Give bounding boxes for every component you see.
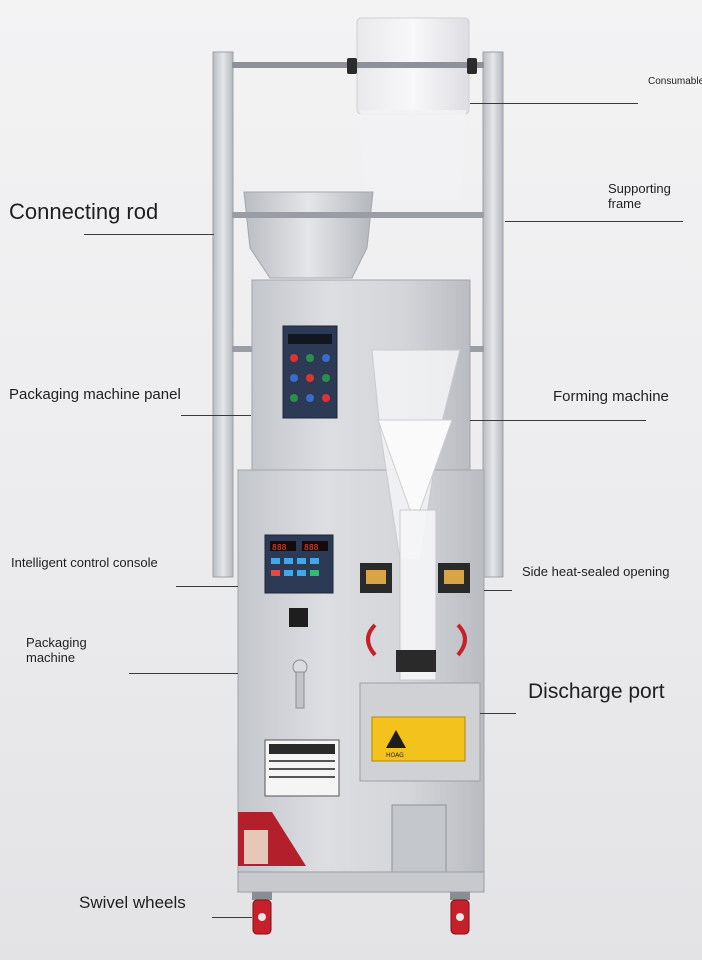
leader-connecting-rod: [84, 234, 214, 235]
label-intelligent-control-console: Intelligent control console: [11, 555, 158, 570]
label-swivel-wheels: Swivel wheels: [79, 893, 186, 912]
panel-button-red-3: [322, 394, 330, 402]
leader-side-heat-sealed-opening: [484, 590, 512, 591]
svg-text:HOAG: HOAG: [386, 752, 404, 759]
leader-discharge-port: [480, 713, 516, 714]
panel-button-green-3: [290, 394, 298, 402]
roll-hub-left: [347, 58, 357, 74]
console-display-right: [302, 541, 328, 551]
label-consumables: Consumables: [648, 76, 702, 87]
power-switch: [289, 608, 308, 627]
panel-button-red-2: [306, 374, 314, 382]
warning-label: [371, 716, 466, 762]
hopper: [243, 191, 374, 279]
bottom-chute: [391, 804, 447, 882]
roll-hub-right: [467, 58, 477, 74]
leader-intelligent-control-console: [176, 586, 238, 587]
label-discharge-port: Discharge port: [528, 680, 665, 703]
frame-upright-right: [482, 51, 504, 578]
label-packaging-machine: Packaging machine: [26, 635, 87, 665]
panel-button-blue: [322, 354, 330, 362]
label-connecting-rod: Connecting rod: [9, 199, 159, 224]
film-sheet: [360, 110, 466, 200]
svg-text:888: 888: [272, 543, 287, 552]
panel-button-green-2: [322, 374, 330, 382]
panel-display: [288, 334, 332, 344]
top-rod: [232, 62, 484, 68]
label-side-heat-sealed-opening: Side heat-sealed opening: [522, 564, 670, 579]
label-supporting-frame: Supporting frame: [608, 181, 671, 211]
leader-consumables: [470, 103, 638, 104]
label-packaging-machine-panel: Packaging machine panel: [9, 386, 181, 403]
packaging-machine-body: [237, 469, 485, 873]
machine-base: [237, 871, 485, 893]
leader-packaging-machine: [129, 673, 238, 674]
console-display-left: [270, 541, 296, 551]
leader-swivel-wheels: [212, 917, 252, 918]
frame-upright-left: [212, 51, 234, 578]
label-forming-machine: Forming machine: [553, 388, 669, 405]
panel-button-blue-2: [290, 374, 298, 382]
leader-supporting-frame: [505, 221, 683, 222]
panel-button-blue-3: [306, 394, 314, 402]
panel-button-red: [290, 354, 298, 362]
leader-packaging-machine-panel: [181, 415, 251, 416]
leader-forming-machine: [470, 420, 646, 421]
svg-text:888: 888: [304, 543, 319, 552]
connecting-rod-upper: [232, 212, 484, 218]
panel-button-green: [306, 354, 314, 362]
